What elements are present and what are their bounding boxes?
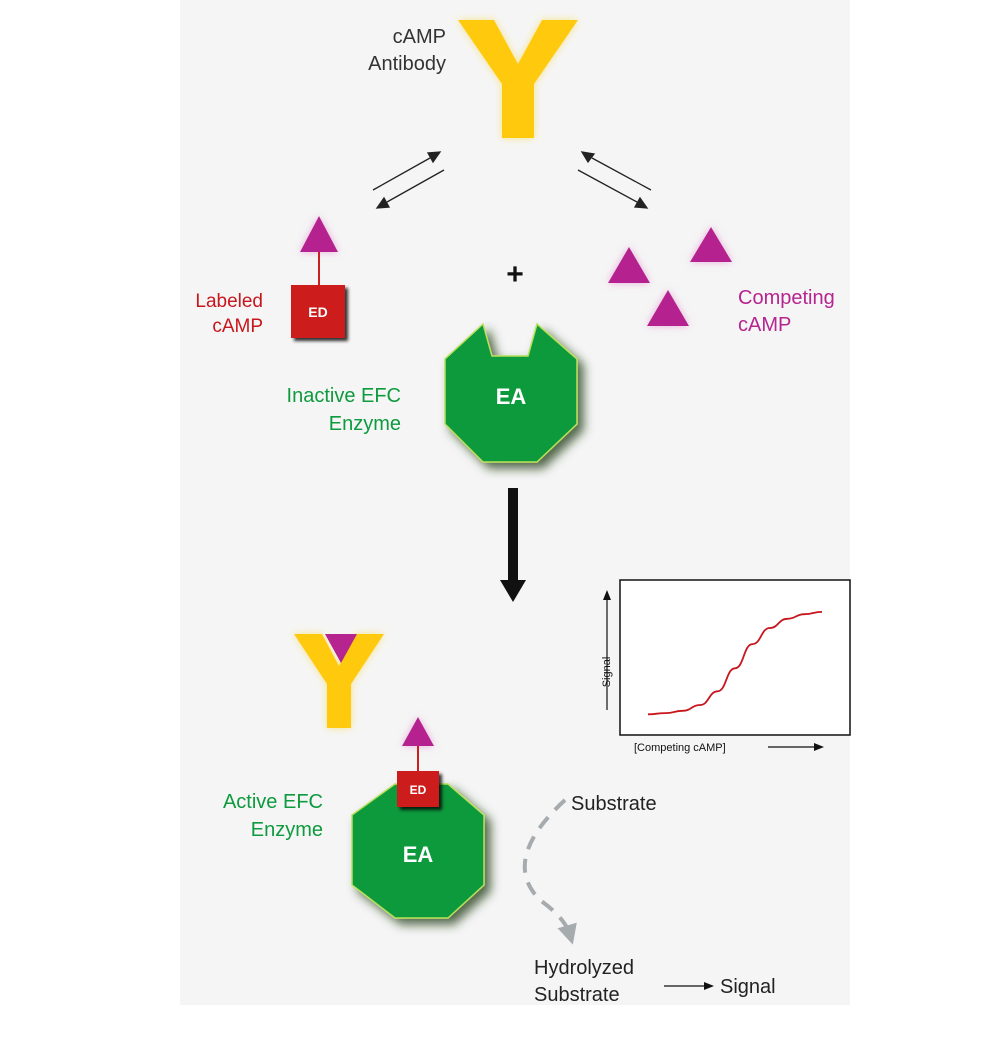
active-camp-triangle-icon [402, 717, 434, 746]
hydrolyzed-substrate-label-line2: Substrate [534, 984, 620, 1006]
labeled-camp-label-line1: Labeled [195, 291, 263, 312]
active-enzyme-label-line2: Enzyme [251, 819, 323, 841]
ed-box-bottom-label: ED [410, 783, 427, 797]
ed-box-top [291, 285, 345, 338]
signal-output-arrow [664, 982, 714, 990]
competing-camp-triangle-icon [647, 290, 689, 326]
bound-antibody-icon [294, 634, 384, 728]
plus-sign: + [506, 258, 524, 291]
antibody-icon [458, 20, 578, 138]
equilibrium-arrow-right [577, 151, 652, 209]
antibody-label-line1: cAMP [393, 26, 446, 48]
active-enzyme-ea-label: EA [403, 842, 434, 867]
inactive-enzyme-label-line1: Inactive EFC [287, 385, 401, 407]
chart-signal-curve [647, 611, 823, 716]
inactive-enzyme-label-line2: Enzyme [329, 413, 401, 435]
chart-frame [619, 579, 851, 736]
hydrolyzed-substrate-label-line1: Hydrolyzed [534, 957, 634, 979]
bound-camp-triangle-icon [325, 634, 357, 663]
chart-ylabel: Signal [601, 657, 613, 688]
conversion-dashed-arrow [522, 798, 577, 945]
competing-camp-triangle-icon [690, 227, 732, 262]
inactive-enzyme-ea-shape [444, 322, 578, 463]
ed-box-bottom [397, 771, 439, 807]
active-enzyme-label-line1: Active EFC [223, 791, 323, 813]
reaction-arrow [500, 488, 526, 602]
substrate-label: Substrate [571, 793, 657, 815]
chart-xlabel: [Competing cAMP] [634, 742, 726, 754]
active-enzyme-ea-shape [351, 783, 485, 919]
competing-camp-label-line2: cAMP [738, 314, 791, 336]
ed-box-top-label: ED [308, 304, 327, 320]
antibody-label-line2: Antibody [368, 53, 446, 75]
chart-inset: Signal [Competing cAMP] [601, 579, 851, 754]
labeled-camp-triangle-icon [300, 216, 338, 252]
chart-y-arrow [603, 590, 611, 710]
competing-camp-label-line1: Competing [738, 287, 835, 309]
chart-x-arrow [768, 743, 824, 751]
inactive-enzyme-ea-label: EA [496, 384, 527, 409]
equilibrium-arrow-left [372, 151, 445, 209]
labeled-camp-label-line2: cAMP [212, 316, 263, 337]
competing-camp-triangle-icon [608, 247, 650, 283]
signal-output-label: Signal [720, 976, 776, 998]
